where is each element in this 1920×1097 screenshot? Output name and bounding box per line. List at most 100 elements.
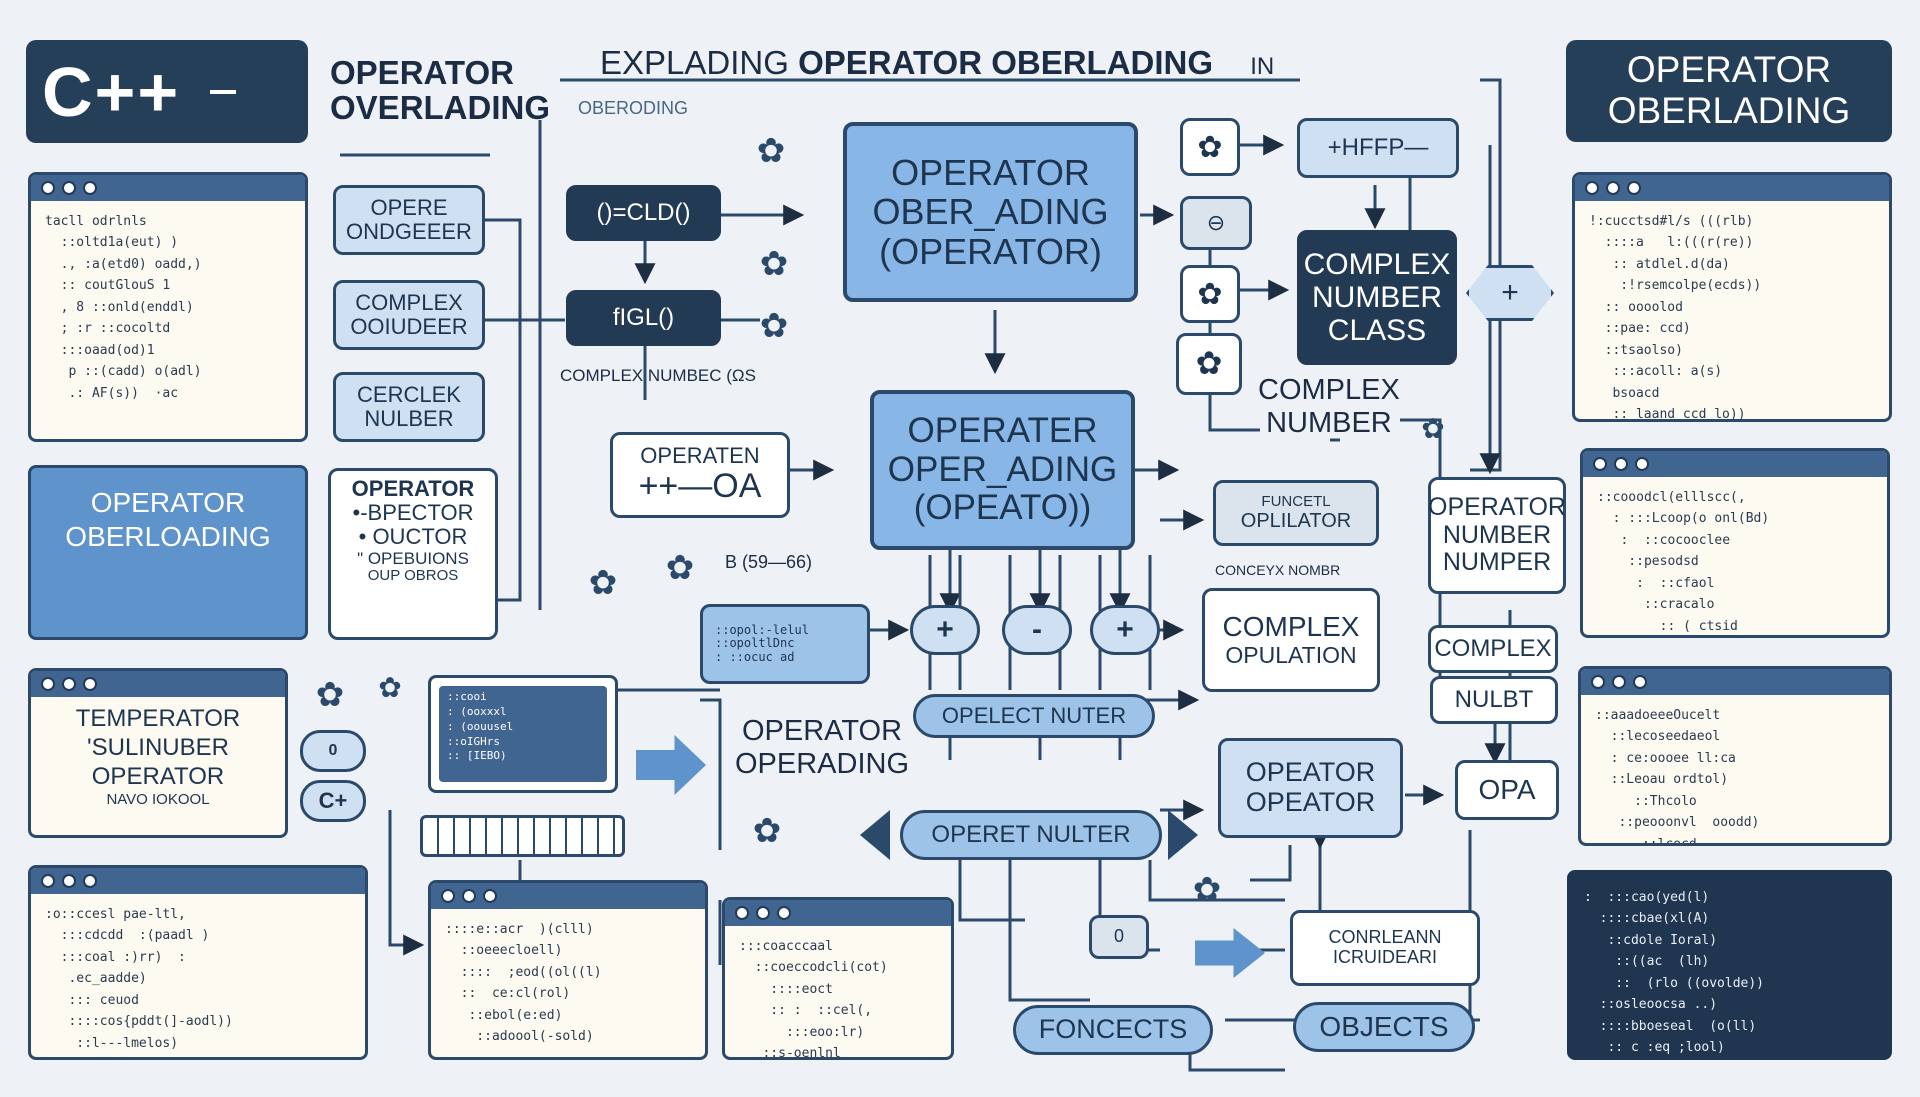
fonjects-pill[interactable]: FONCECTS bbox=[1013, 1005, 1213, 1055]
code-line: ::::bboeseal (o(ll) bbox=[1584, 1018, 1757, 1034]
plus-operator-1[interactable]: + bbox=[910, 605, 980, 655]
code-line: bsoacd bbox=[1589, 385, 1660, 401]
code-line: ::osleoocsa ..) bbox=[1584, 997, 1718, 1013]
node-cercleк[interactable]: CERCLEK NULBER bbox=[333, 372, 485, 442]
code-line: :: : ::cel(, bbox=[739, 1003, 873, 1019]
operator-number-node[interactable]: OPERATOR NUMBER NUMPER bbox=[1428, 477, 1566, 594]
code-line: :: coutGlouS 1 bbox=[45, 278, 171, 294]
complex-caption: COMPLEX NUMBEC (ΩS bbox=[560, 366, 756, 385]
flower-icon: ✿ bbox=[752, 812, 782, 850]
func-bottom-node[interactable]: fIGL() bbox=[566, 290, 721, 346]
main-title: EXPLADING OPERATOR OBERLADING IN bbox=[600, 44, 1274, 82]
conrleann-node[interactable]: CONRLEANN ICRUIDEARI bbox=[1290, 910, 1480, 986]
keyboard-icon bbox=[420, 815, 625, 857]
code-text: :::coacccaal ::coeccodcli(cot) ::::eoct … bbox=[725, 926, 951, 1057]
flower-icon: ✿ bbox=[588, 564, 618, 602]
code-line: : :::Lcoop(o onl(Bd) bbox=[1597, 511, 1770, 527]
code-text: ::aaadoeeeOucelt ::lecoseedaeol : ce:ooo… bbox=[1581, 695, 1889, 843]
code-line: ::pae: ccd) bbox=[1589, 321, 1691, 337]
main-title-suffix: IN bbox=[1250, 53, 1275, 80]
right-arrow-icon bbox=[1168, 810, 1198, 860]
block-line: OPER_ADING bbox=[887, 449, 1118, 489]
zero-icon[interactable]: 0 bbox=[1089, 915, 1149, 959]
funcetl-node[interactable]: FUNCETL OPLILATOR bbox=[1213, 480, 1379, 546]
complex-class-node[interactable]: COMPLEX NUMBER CLASS bbox=[1297, 230, 1457, 365]
right-badge-line-1: OPERATOR bbox=[1626, 49, 1832, 91]
func-top-node[interactable]: ()=CLD() bbox=[566, 185, 721, 241]
main-title-prefix: EXPLADING bbox=[600, 44, 789, 81]
center-operator-block[interactable]: OPERATER OPER_ADING (OPEATO)) bbox=[870, 390, 1135, 550]
operator-card[interactable]: OPERATOR •-BPECTOR • OUCTOR " OPEBUIONS … bbox=[328, 468, 498, 640]
code-line: ::::eoct bbox=[739, 981, 833, 997]
card-line-4: NAVO IOKOOL bbox=[106, 791, 210, 809]
code-line: ::l---lmelos) bbox=[45, 1035, 179, 1051]
operator-opeator-node[interactable]: OPEATOR OPEATOR bbox=[1218, 738, 1403, 838]
node-line: OPLILATOR bbox=[1240, 510, 1352, 533]
mini-cpp-button[interactable]: C+ bbox=[300, 780, 366, 822]
nulbt-node[interactable]: NULBT bbox=[1430, 676, 1558, 724]
node-line: OPULATION bbox=[1225, 641, 1357, 668]
opa-node[interactable]: OPA bbox=[1455, 760, 1559, 820]
complex-opulation-node[interactable]: COMPLEX OPULATION bbox=[1202, 588, 1380, 692]
code-text: ::::e::acr )(clll) ::oeeecloell) :::: ;e… bbox=[431, 909, 705, 1057]
code-line: ::opoltlDnc bbox=[715, 636, 795, 651]
objects-pill[interactable]: OBJECTS bbox=[1293, 1002, 1475, 1052]
code-line: ::Thcolo bbox=[1595, 793, 1697, 809]
code-line: : ::ocuc ad bbox=[715, 649, 795, 664]
code-line: ::peooonvl ooodd) bbox=[1595, 815, 1760, 831]
code-line: :::cdcdd :(paadl ) bbox=[45, 928, 210, 944]
block-line: (OPERATOR) bbox=[879, 230, 1102, 272]
operator-overloading-panel: OPERATOR OBERLOADING bbox=[28, 465, 308, 640]
card-line: " OPEBUIONS bbox=[357, 548, 469, 568]
code-line: : :::cao(yed(l) bbox=[1584, 890, 1710, 905]
label-line: OPERADING bbox=[735, 748, 910, 781]
code-line: ::: ceuod bbox=[45, 992, 139, 1008]
card-line: • OUCTOR bbox=[358, 524, 468, 550]
object-nuter-pill[interactable]: OPELECT NUTER bbox=[913, 694, 1155, 738]
code-line: :!rsemcolpe(ecds)) bbox=[1589, 278, 1762, 294]
node-line: OPERATEN bbox=[640, 443, 760, 469]
panel-line-2: OBERLOADING bbox=[65, 520, 271, 552]
minus-operator[interactable]: - bbox=[1002, 605, 1072, 655]
code-window-right-mid: ::cooodcl(elllscc(, : :::Lcoop(o onl(Bd)… bbox=[1580, 448, 1890, 638]
complex-small-node[interactable]: COMPLEX bbox=[1428, 625, 1558, 673]
block-line: OBER_ADING bbox=[872, 191, 1109, 233]
node-opere[interactable]: OPERE ONDGEEER bbox=[333, 185, 485, 255]
operet-nulter-pill[interactable]: OPERET NULTER bbox=[900, 810, 1162, 860]
code-line: :: oooolod bbox=[1589, 299, 1683, 315]
flower-icon: ✿ bbox=[759, 307, 789, 345]
complex-number-label: COMPLEX NUMBER bbox=[1258, 374, 1400, 441]
flower-box: ✿ bbox=[1180, 118, 1240, 176]
card-line-3: OPERATOR bbox=[91, 762, 225, 790]
node-line: CLASS bbox=[1327, 314, 1427, 347]
code-line: ::opol:-lelul bbox=[715, 623, 809, 638]
main-operator-block[interactable]: OPERATOR OBER_ADING (OPERATOR) bbox=[843, 122, 1138, 302]
code-line: p ::(cadd) o(adl) bbox=[45, 364, 202, 380]
plus-operator-2[interactable]: + bbox=[1090, 605, 1160, 655]
node-complex[interactable]: COMPLEX OOIUDEER bbox=[333, 280, 485, 350]
code-line: .ec_aadde) bbox=[45, 971, 147, 987]
code-line: :: laand ccd lo)) bbox=[1589, 406, 1746, 422]
node-line: ++—OA bbox=[638, 467, 762, 506]
cpp-logo-text: C++ bbox=[42, 52, 181, 131]
node-line: COMPLEX bbox=[1222, 610, 1360, 642]
node-line: NUMBER bbox=[1442, 520, 1552, 549]
code-line: : (ooxxxl bbox=[447, 704, 507, 718]
flower-box: ✿ bbox=[1176, 333, 1242, 395]
code-line: ; :r ::cocoltd bbox=[45, 321, 171, 337]
code-line: :: atdlel.d(da) bbox=[1589, 256, 1730, 272]
operaten-node[interactable]: OPERATEN ++—OA bbox=[610, 432, 790, 518]
mini-pill[interactable]: 0 bbox=[300, 730, 366, 772]
operator-operading-label: OPERATOR OPERADING bbox=[735, 715, 909, 782]
block-line: OPERATOR bbox=[891, 151, 1090, 193]
top-func-node[interactable]: +HFFP— bbox=[1297, 118, 1459, 178]
code-line: ::cdole Ioral) bbox=[1584, 932, 1718, 948]
code-line: :::oaad(od)1 bbox=[45, 342, 155, 358]
node-line: OPERATOR bbox=[1428, 493, 1566, 522]
code-line: ::oIGHrs bbox=[447, 734, 500, 748]
code-window-right-dark: : :::cao(yed(l) ::::cbae(xl(A) ::cdole I… bbox=[1567, 870, 1892, 1060]
left-arrow-icon bbox=[860, 810, 890, 860]
code-line: :::eoo:lr) bbox=[739, 1024, 865, 1040]
node-line: ONDGEEER bbox=[346, 219, 472, 244]
code-window-bottom-2: ::::e::acr )(clll) ::oeeecloell) :::: ;e… bbox=[428, 880, 708, 1060]
